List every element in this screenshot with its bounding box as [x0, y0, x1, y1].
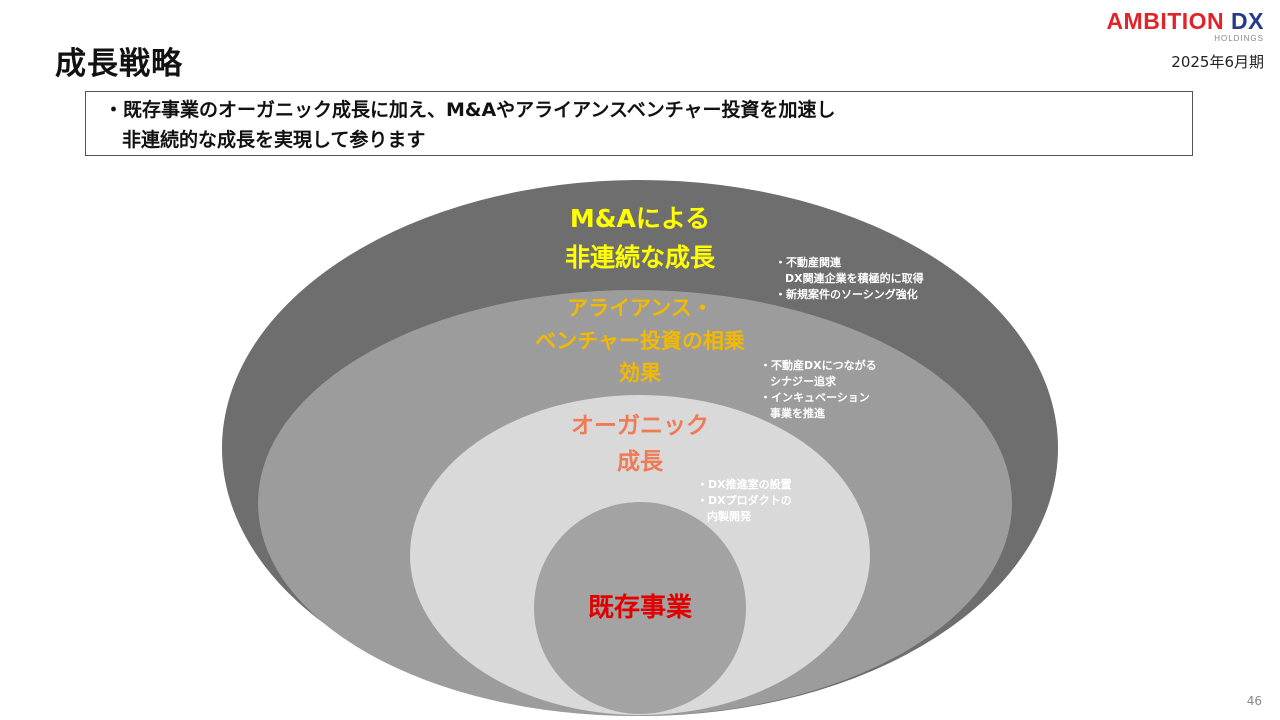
organic-label-line-2: 成長: [617, 448, 663, 475]
logo-dx-text: DX: [1231, 8, 1264, 34]
fiscal-period: 2025年6月期: [1171, 53, 1264, 71]
organic-note-2: ・DXプロダクトの: [697, 494, 792, 507]
page-title: 成長戦略: [55, 46, 183, 82]
page-number: 46: [1246, 694, 1262, 708]
summary-line-2: 非連続的な成長を実現して参ります: [122, 129, 426, 151]
alliance-layer-label: アライアンス・ ベンチャー投資の相乗 効果: [490, 292, 790, 390]
organic-label-line-1: オーガニック: [571, 413, 709, 439]
organic-note-1: ・DX推進室の設置: [697, 478, 792, 491]
ma-note-2: DX関連企業を積極的に取得: [785, 272, 924, 285]
existing-business-circle: [534, 502, 746, 714]
ma-notes: ・不動産関連 DX関連企業を積極的に取得 ・新規案件のソーシング強化: [775, 255, 924, 303]
ma-label-line-2: 非連続な成長: [564, 242, 715, 272]
summary-box: ・既存事業のオーガニック成長に加え、M&Aやアライアンスベンチャー投資を加速し …: [85, 91, 1193, 156]
organic-note-3: 内製開発: [707, 510, 751, 523]
company-logo: AMBITION DX HOLDINGS: [1106, 8, 1264, 44]
alliance-note-1: ・不動産DXにつながる: [760, 359, 877, 372]
ma-layer-label: M&Aによる 非連続な成長: [510, 200, 770, 278]
alliance-label-line-2: ベンチャー投資の相乗: [535, 328, 745, 353]
alliance-notes: ・不動産DXにつながる シナジー追求 ・インキュベーション 事業を推進: [760, 358, 877, 422]
alliance-note-2: シナジー追求: [770, 375, 836, 388]
organic-layer-label: オーガニック 成長: [530, 409, 750, 480]
summary-line-1: ・既存事業のオーガニック成長に加え、M&Aやアライアンスベンチャー投資を加速し: [104, 99, 836, 121]
ma-label-line-1: M&Aによる: [569, 204, 711, 233]
alliance-note-4: 事業を推進: [770, 407, 825, 420]
alliance-label-line-3: 効果: [619, 361, 661, 386]
existing-business-label: 既存事業: [587, 593, 692, 623]
logo-subtitle: HOLDINGS: [1214, 34, 1264, 43]
organic-notes: ・DX推進室の設置 ・DXプロダクトの 内製開発: [697, 477, 792, 525]
ma-note-1: ・不動産関連: [775, 256, 841, 269]
logo-ambition-text: AMBITION: [1106, 8, 1225, 34]
alliance-label-line-1: アライアンス・: [567, 296, 713, 320]
ma-note-3: ・新規案件のソーシング強化: [775, 288, 918, 301]
alliance-note-3: ・インキュベーション: [760, 391, 870, 404]
